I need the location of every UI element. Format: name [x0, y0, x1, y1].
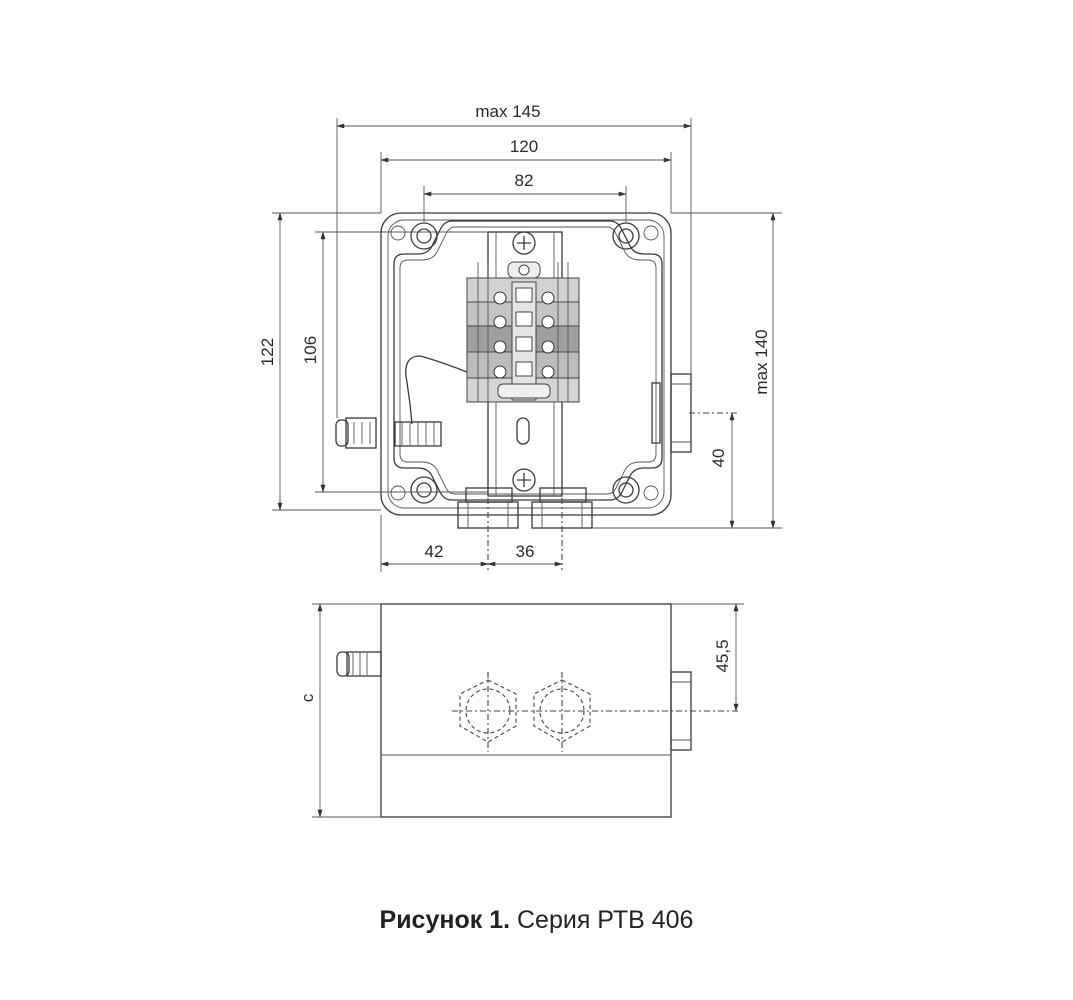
dim-mount-spacing: 82 [515, 171, 534, 190]
dim-side-gland-height: 45,5 [713, 639, 732, 672]
figure-caption: Рисунок 1. Серия РТВ 406 [0, 906, 1073, 935]
dim-max-height: max 140 [752, 329, 771, 394]
side-view: c 45,5 [298, 603, 744, 818]
dimension-lines: max 145 120 82 122 106 max 140 40 42 36 [258, 102, 782, 572]
earth-bolt [335, 417, 442, 449]
dim-cable-entry-height: 40 [709, 449, 728, 468]
mounting-hole-tl [410, 222, 438, 250]
mounting-hole-bl [410, 476, 438, 504]
dim-width: 120 [510, 137, 538, 156]
mounting-hole-tr [612, 222, 640, 250]
side-cable-gland [651, 373, 692, 453]
dim-height-outer: 122 [258, 338, 277, 366]
caption-text: Серия РТВ 406 [510, 906, 694, 934]
dim-height-inner: 106 [301, 336, 320, 364]
top-view [335, 212, 738, 570]
caption-label: Рисунок 1. [379, 906, 511, 934]
dim-gland-spacing: 36 [516, 542, 535, 561]
dim-max-width: max 145 [475, 102, 540, 121]
terminal-block [466, 261, 580, 403]
mounting-hole-br [612, 476, 640, 504]
dim-gland-offset: 42 [425, 542, 444, 561]
dim-depth: c [298, 693, 317, 702]
